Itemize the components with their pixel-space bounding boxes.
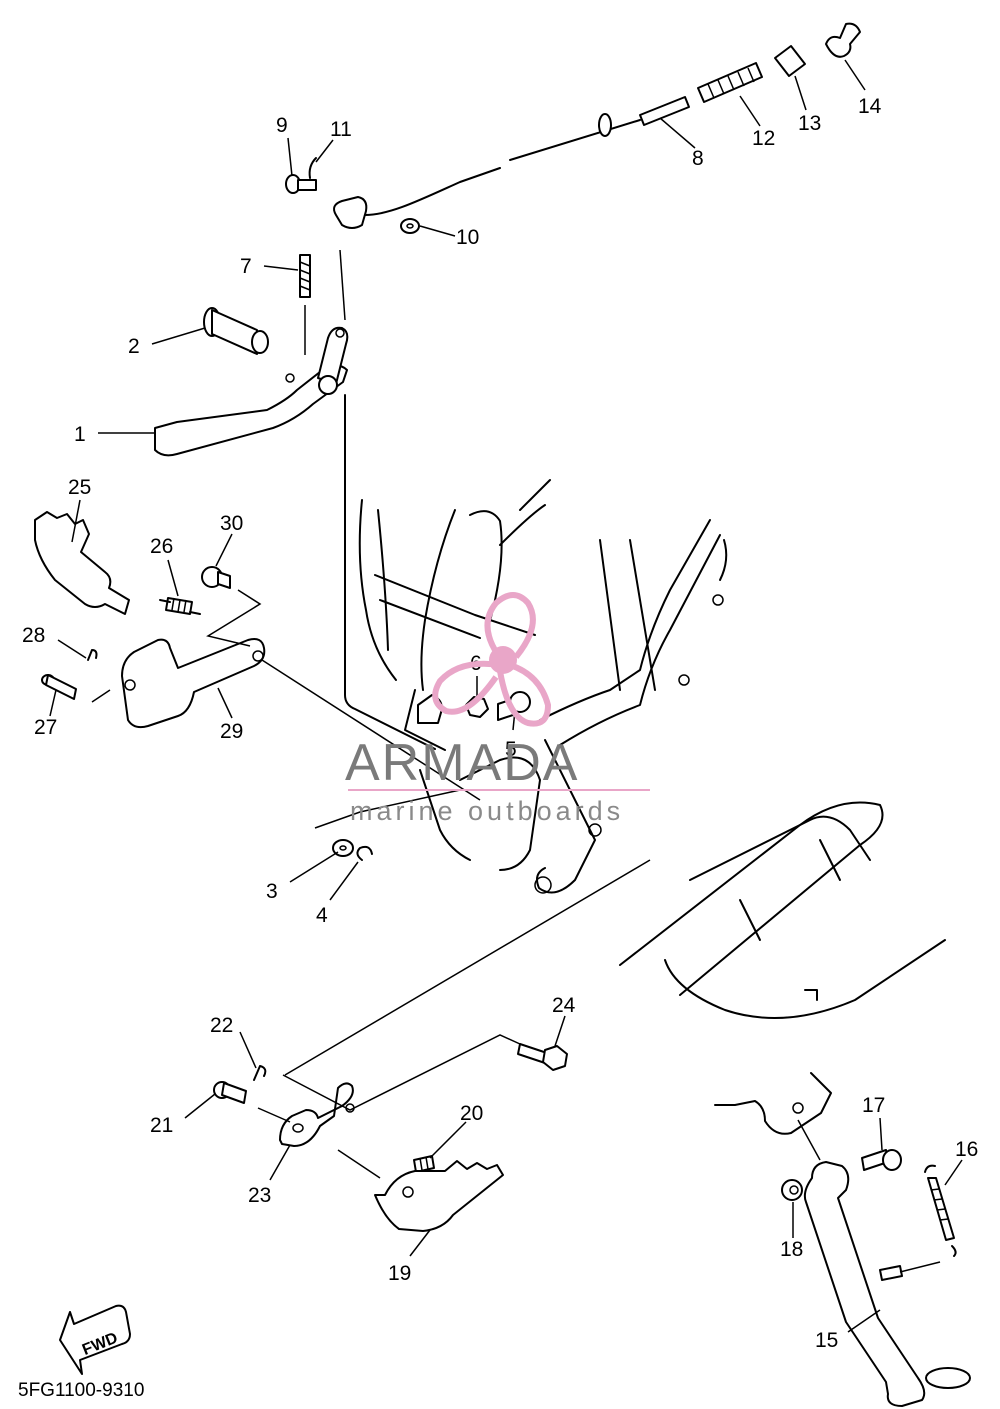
callout-12: 12 bbox=[752, 127, 775, 150]
callout-labels: 1 2 3 4 5 6 7 8 9 10 11 12 13 14 15 16 1… bbox=[22, 95, 978, 1352]
propeller-hub-icon bbox=[489, 646, 517, 674]
callout-28: 28 bbox=[22, 624, 45, 647]
callout-15: 15 bbox=[815, 1329, 838, 1352]
callout-30: 30 bbox=[220, 512, 243, 535]
callout-7: 7 bbox=[240, 255, 252, 278]
wing-nut bbox=[825, 22, 861, 58]
spring-26 bbox=[159, 597, 201, 615]
callout-13: 13 bbox=[798, 112, 821, 135]
spring-16 bbox=[924, 1164, 957, 1257]
footrest-19 bbox=[374, 1160, 504, 1232]
fwd-arrow-icon: FWD bbox=[59, 1304, 131, 1375]
clip-4 bbox=[356, 845, 373, 861]
rod-spring bbox=[697, 62, 763, 103]
frame-outline bbox=[344, 394, 728, 894]
bolt-5 bbox=[497, 691, 531, 721]
side-stand-15 bbox=[803, 1161, 971, 1407]
spring-20 bbox=[413, 1155, 435, 1173]
callout-2: 2 bbox=[128, 335, 140, 358]
bracket-29 bbox=[121, 638, 266, 729]
callout-8: 8 bbox=[692, 147, 704, 170]
callout-1: 1 bbox=[74, 423, 86, 446]
brake-rod bbox=[364, 96, 690, 216]
callout-22: 22 bbox=[210, 1014, 233, 1037]
callout-24: 24 bbox=[552, 994, 576, 1017]
callout-17: 17 bbox=[862, 1094, 885, 1117]
watermark-tagline: marine outboards bbox=[350, 796, 624, 826]
assembly-lines bbox=[91, 249, 941, 1273]
diagram-code: 5FG1100-9310 bbox=[18, 1380, 144, 1401]
footrest-25 bbox=[34, 511, 130, 615]
callout-10: 10 bbox=[456, 226, 479, 249]
propeller-logo-icon bbox=[432, 592, 551, 727]
callout-19: 19 bbox=[388, 1262, 411, 1285]
bolt-30 bbox=[201, 566, 231, 589]
callout-3: 3 bbox=[266, 880, 278, 903]
watermark: ARMADA marine outboards bbox=[345, 592, 650, 826]
brake-pedal bbox=[154, 326, 349, 457]
bolt-24 bbox=[517, 1043, 568, 1071]
callout-4: 4 bbox=[316, 904, 328, 927]
washer-10 bbox=[400, 218, 420, 234]
stand-bracket bbox=[714, 1072, 832, 1135]
callout-25: 25 bbox=[68, 476, 91, 499]
callout-9: 9 bbox=[276, 114, 288, 137]
spring-7 bbox=[299, 254, 311, 298]
cotter-pin-22 bbox=[253, 1065, 267, 1081]
pivot-shaft-2 bbox=[203, 307, 269, 355]
bolt-17 bbox=[861, 1149, 902, 1171]
rod-joint bbox=[333, 196, 368, 229]
pin-21 bbox=[213, 1081, 247, 1104]
cotter-pin-28 bbox=[87, 649, 98, 661]
callout-11: 11 bbox=[330, 118, 352, 141]
callout-23: 23 bbox=[248, 1184, 271, 1207]
watermark-brand: ARMADA bbox=[345, 734, 579, 792]
pin-9 bbox=[285, 174, 317, 194]
callout-29: 29 bbox=[220, 720, 243, 743]
callout-20: 20 bbox=[460, 1102, 483, 1125]
cotter-pin-11 bbox=[308, 157, 317, 179]
nut-18 bbox=[781, 1179, 803, 1201]
callout-18: 18 bbox=[780, 1238, 803, 1261]
callout-14: 14 bbox=[858, 95, 882, 118]
pin-27 bbox=[41, 674, 77, 700]
callout-16: 16 bbox=[955, 1138, 978, 1161]
muffler bbox=[619, 801, 946, 1019]
callout-26: 26 bbox=[150, 535, 173, 558]
callout-21: 21 bbox=[150, 1114, 173, 1137]
callout-5: 5 bbox=[505, 738, 517, 761]
rod-collar bbox=[774, 45, 806, 77]
callout-leaders bbox=[49, 59, 963, 1333]
callout-27: 27 bbox=[34, 716, 57, 739]
